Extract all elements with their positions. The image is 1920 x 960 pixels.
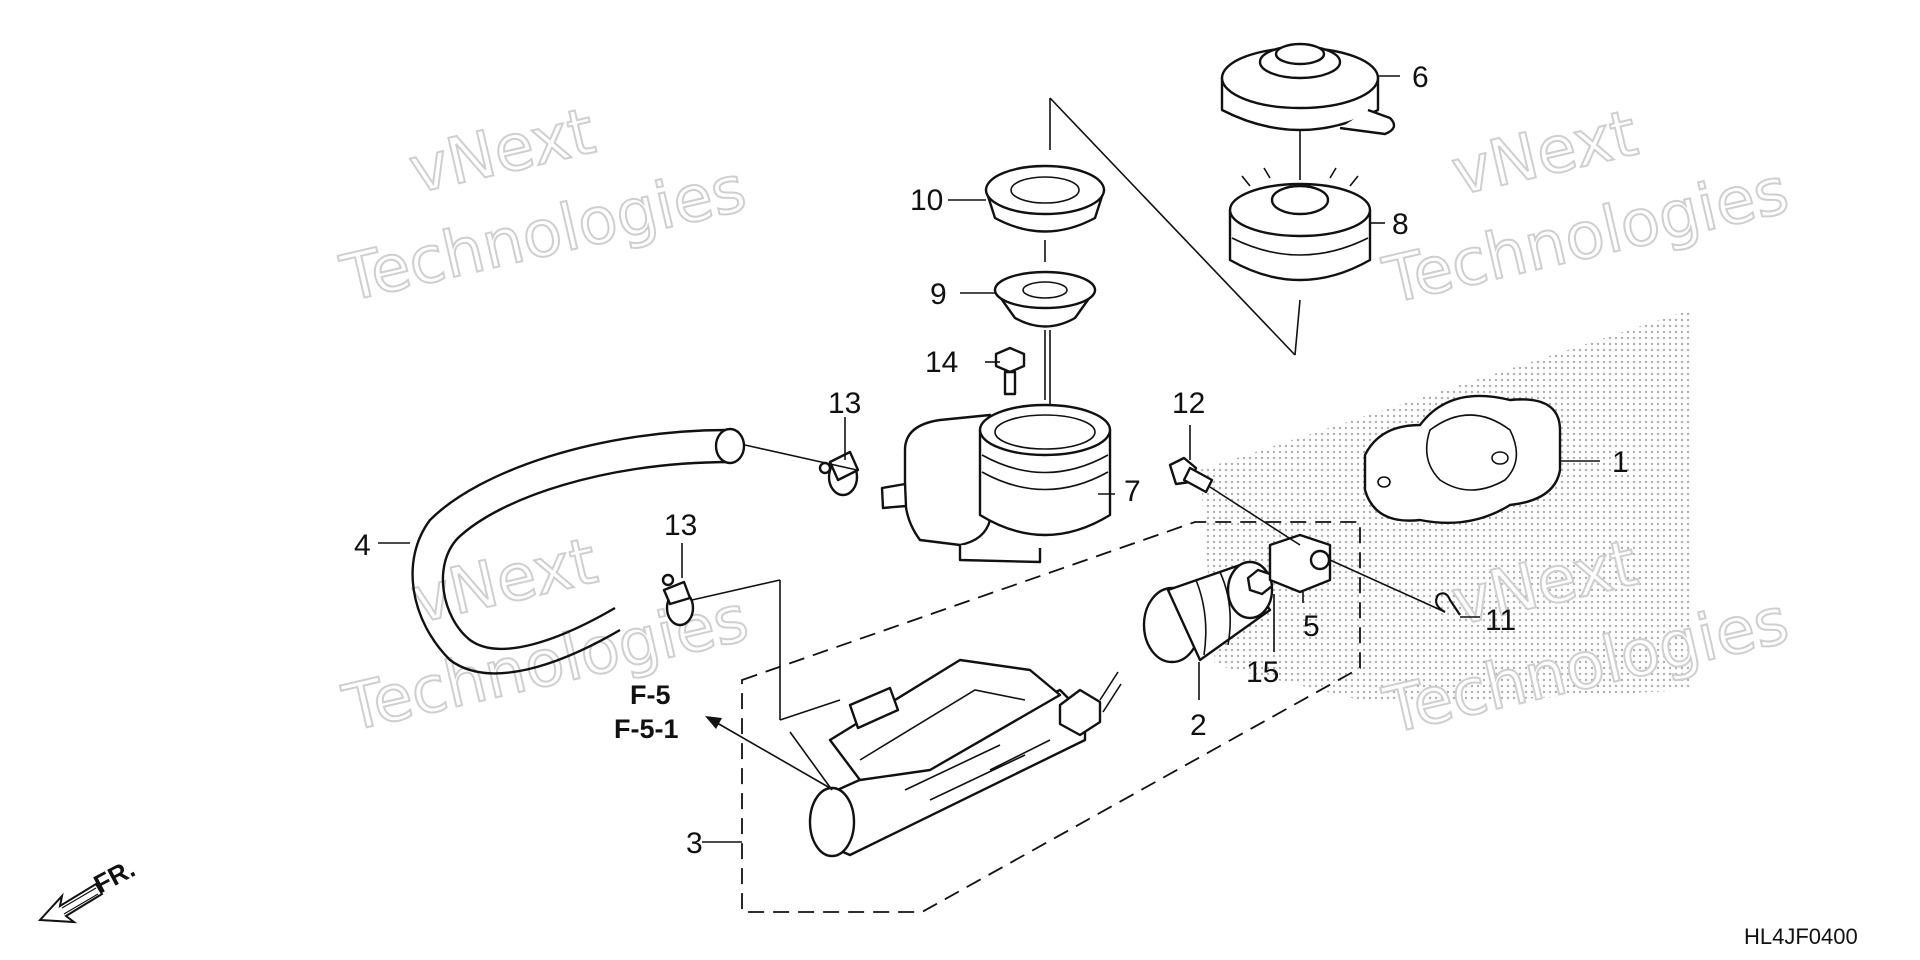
cylinder-assembly-boundary xyxy=(741,521,1361,913)
hose-clamp-icon xyxy=(661,573,695,627)
leader-lines xyxy=(378,75,1600,843)
watermark: vNext Technologies xyxy=(1376,96,1796,320)
callout-8: 8 xyxy=(1392,208,1409,241)
reference-label[interactable]: F-5-1 xyxy=(614,714,679,744)
callout-12: 12 xyxy=(1172,387,1205,420)
callout-15: 15 xyxy=(1246,656,1279,689)
callout-4: 4 xyxy=(354,529,371,562)
callout-13: 13 xyxy=(828,387,861,420)
diaphragm-ring-icon xyxy=(984,164,1106,233)
callout-2: 2 xyxy=(1190,709,1207,742)
callout-13: 13 xyxy=(664,509,697,542)
reservoir-tank-icon xyxy=(880,403,1112,564)
reservoir-hose-icon xyxy=(411,427,746,675)
diaphragm-plate-icon xyxy=(993,270,1097,328)
callout-11: 11 xyxy=(1485,604,1516,637)
clevis-icon xyxy=(1268,533,1332,594)
callout-5: 5 xyxy=(1303,610,1320,643)
reference-arrow xyxy=(705,716,831,789)
front-arrow-icon xyxy=(37,882,104,924)
clevis-pin-icon xyxy=(1168,456,1214,494)
callout-1: 1 xyxy=(1612,446,1629,479)
master-cylinder-icon xyxy=(808,658,1122,858)
cap-body-icon xyxy=(1228,167,1372,282)
callout-7: 7 xyxy=(1124,475,1141,508)
watermark: vNext Technologies xyxy=(333,94,753,318)
hose-clamp-icon xyxy=(818,450,860,497)
nut-icon xyxy=(1246,568,1274,596)
reference-label[interactable]: F-5 xyxy=(630,680,671,710)
assembly-outline xyxy=(1049,97,1301,430)
callout-3: 3 xyxy=(686,827,703,860)
reservoir-cap-icon xyxy=(1220,42,1396,136)
diagram-code: HL4JF0400 xyxy=(1744,924,1858,949)
callout-14: 14 xyxy=(925,346,958,379)
mount-rubber-icon xyxy=(1363,394,1562,525)
callout-9: 9 xyxy=(930,278,947,311)
cotter-pin-icon xyxy=(1435,592,1461,616)
callout-10: 10 xyxy=(910,184,943,217)
callout-6: 6 xyxy=(1412,61,1429,94)
screw-icon xyxy=(994,346,1026,396)
